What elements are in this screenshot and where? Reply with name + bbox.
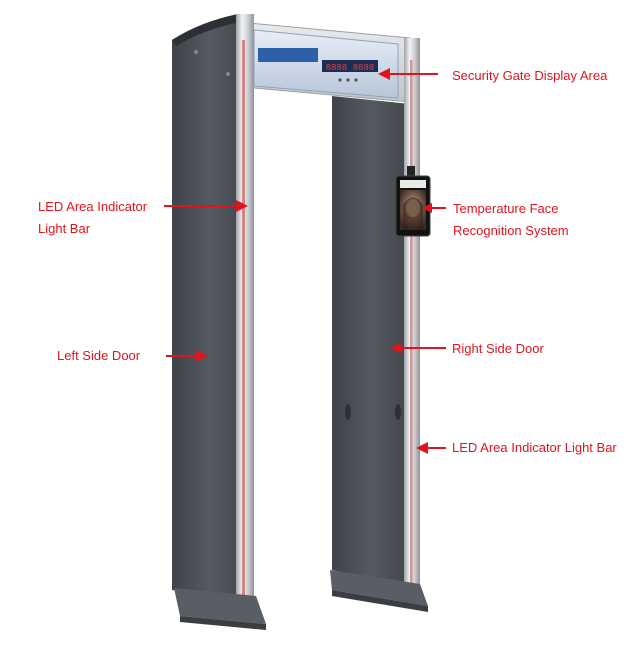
top-crossbar: 8888 8888: [237, 21, 411, 103]
arrow-face-system: [422, 203, 446, 213]
label-face-line1: Temperature Face: [453, 201, 559, 216]
label-face-line2: Recognition System: [453, 223, 569, 238]
arrow-display-area: [378, 68, 438, 80]
label-right-door: Right Side Door: [452, 338, 544, 360]
brand-badge: [258, 48, 318, 62]
callout-arrows: [164, 68, 446, 454]
left-door: [172, 14, 266, 630]
label-display-area-text: Security Gate Display Area: [452, 68, 608, 83]
label-right-led-text: LED Area Indicator Light Bar: [452, 440, 617, 455]
label-right-led: LED Area Indicator Light Bar: [452, 437, 617, 459]
label-display-area: Security Gate Display Area: [452, 65, 607, 87]
left-led-strip: [242, 40, 245, 600]
right-led-strip: [410, 60, 413, 590]
face-recognition-terminal: [395, 166, 431, 237]
label-left-led-line2: Light Bar: [38, 221, 91, 236]
right-door: [330, 38, 428, 612]
label-face-system: Temperature Face Recognition System: [453, 198, 569, 242]
label-left-door: Left Side Door: [57, 345, 140, 367]
arrow-right-door: [390, 342, 446, 354]
arrow-left-led: [164, 200, 248, 212]
label-right-door-text: Right Side Door: [452, 341, 544, 356]
label-left-door-text: Left Side Door: [57, 348, 141, 363]
digit-display: [322, 60, 378, 72]
arrow-right-led: [416, 442, 446, 454]
display-digits: 8888 8888: [326, 63, 375, 73]
label-left-led-line1: LED Area Indicator: [38, 199, 148, 214]
label-left-led: LED Area Indicator Light Bar: [38, 196, 147, 240]
arrow-left-door: [166, 350, 208, 362]
